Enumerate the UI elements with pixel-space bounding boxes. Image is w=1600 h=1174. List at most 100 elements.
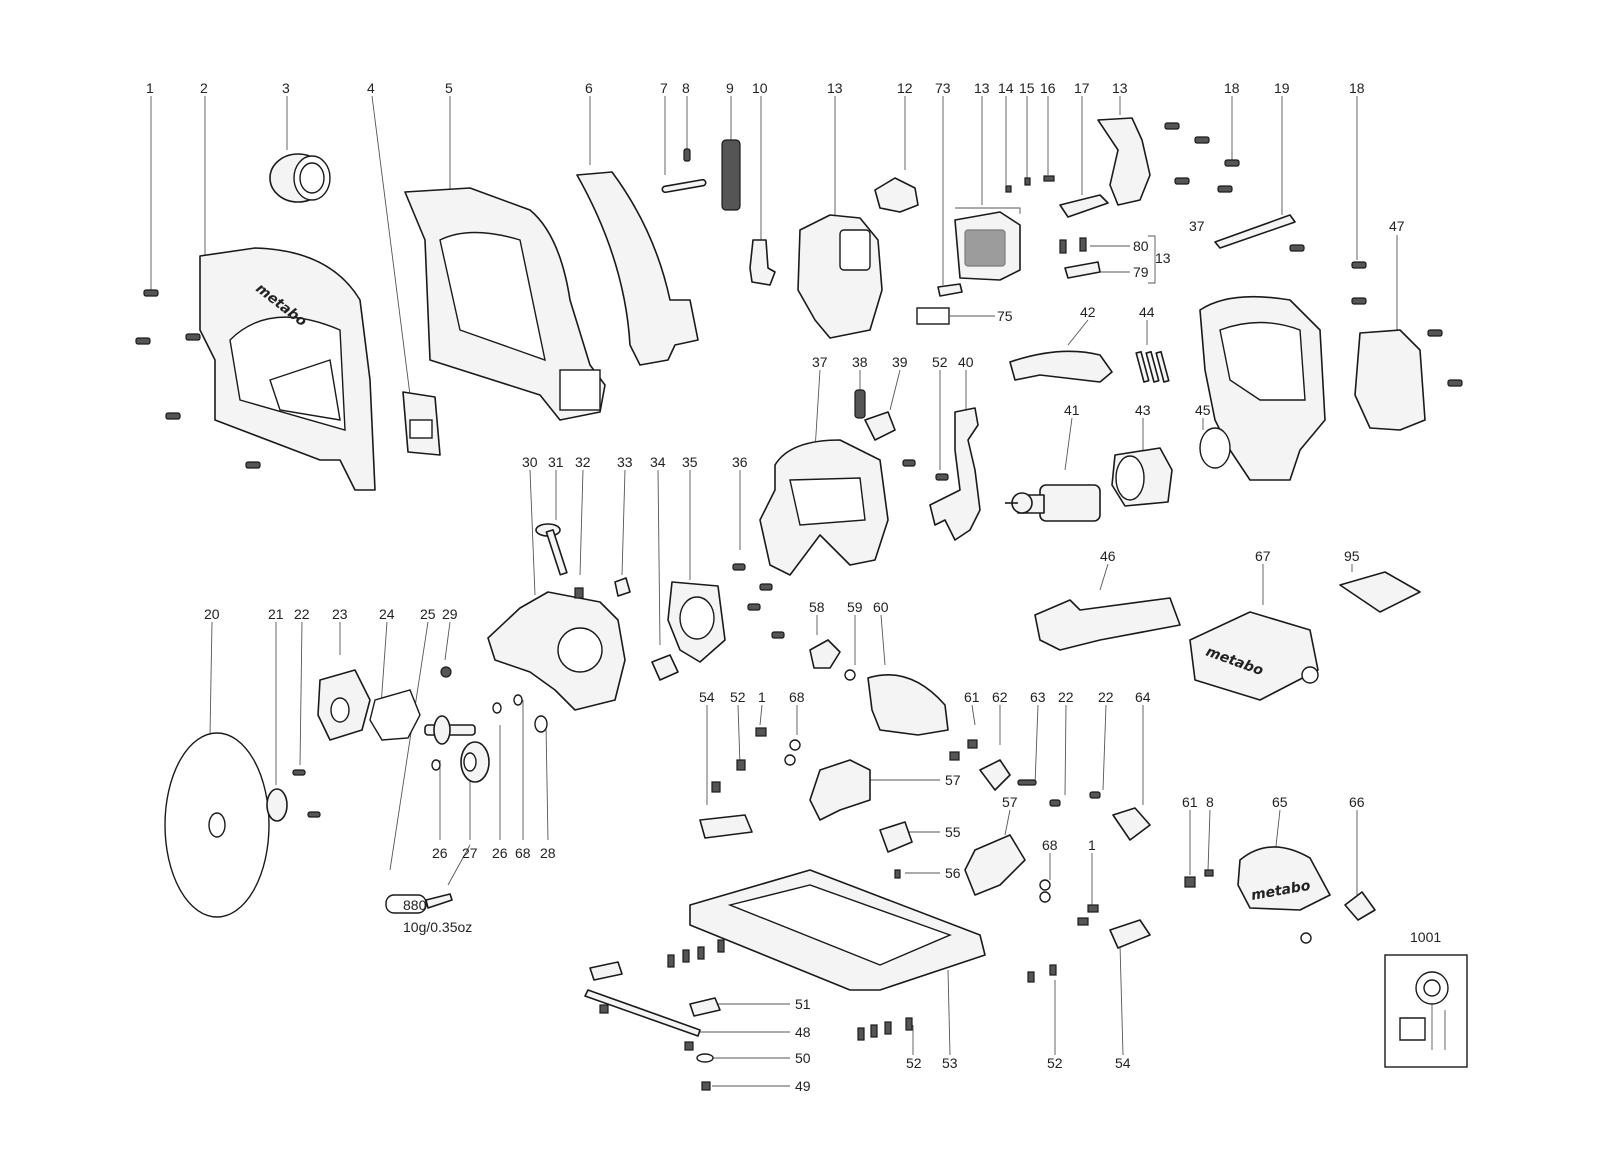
screw-52a-1 [902, 459, 916, 467]
callout-1: 1 [146, 80, 154, 96]
callout-35: 35 [682, 454, 698, 470]
callout-45: 45 [1195, 402, 1211, 418]
callout-43: 43 [1135, 402, 1151, 418]
hex-key-19 [1214, 214, 1296, 249]
clip-33 [614, 577, 631, 597]
callout-22c: 22 [1098, 689, 1114, 705]
spring-80a [1059, 239, 1067, 254]
callout-38: 38 [852, 354, 868, 370]
washer-29 [440, 666, 452, 678]
callout-52b: 52 [730, 689, 746, 705]
pendulum-guard-6 [576, 171, 699, 366]
callout-28: 28 [540, 845, 556, 861]
callout-5: 5 [445, 80, 453, 96]
pad-95 [1339, 571, 1421, 613]
bearing-flange-23 [317, 669, 371, 741]
screw-52b [736, 759, 746, 771]
callout-1001: 1001 [1410, 929, 1441, 945]
callout-61b: 61 [1182, 794, 1198, 810]
screw-group-18 [1164, 122, 1463, 387]
spring-80b [1079, 237, 1087, 252]
washer-65 [1300, 932, 1312, 944]
callout-80: 80 [1133, 238, 1149, 254]
group-bracket-13 [1148, 235, 1156, 284]
bevel-scale-60 [867, 674, 949, 736]
armature-41 [1005, 484, 1101, 522]
callout-44: 44 [1139, 304, 1155, 320]
spindle-25 [424, 715, 476, 745]
callout-2: 2 [200, 80, 208, 96]
callout-59: 59 [847, 599, 863, 615]
callout-13a: 13 [827, 80, 843, 96]
callout-57a: 57 [945, 772, 961, 788]
callout-52c: 52 [906, 1055, 922, 1071]
callout-47: 47 [1389, 218, 1405, 234]
callout-13b: 13 [974, 80, 990, 96]
carbon-brushes-44 [1135, 350, 1170, 383]
screw-1b [755, 727, 767, 737]
callout-26a: 26 [432, 845, 448, 861]
base-plate-53 [689, 869, 986, 991]
callout-48: 48 [795, 1024, 811, 1040]
screw-48-2 [684, 1041, 694, 1051]
callout-63: 63 [1030, 689, 1046, 705]
callout-1c: 1 [1088, 837, 1096, 853]
housing-cover-5 [404, 187, 606, 421]
part-14 [1005, 185, 1012, 193]
nut-61b [1184, 876, 1196, 888]
screw-1c [1087, 904, 1099, 913]
screw-group-36 [732, 563, 785, 639]
callout-25: 25 [420, 606, 436, 622]
callout-1b: 1 [758, 689, 766, 705]
callout-58: 58 [809, 599, 825, 615]
callout-65: 65 [1272, 794, 1288, 810]
flange-21 [266, 788, 288, 822]
part-16 [1043, 175, 1055, 182]
screw-63 [1017, 779, 1037, 786]
trigger-40 [929, 407, 981, 541]
pcb-module-13 [954, 211, 1021, 281]
callout-51: 51 [795, 996, 811, 1012]
callout-24: 24 [379, 606, 395, 622]
callout-7: 7 [660, 80, 668, 96]
gearbox-housing-30 [487, 591, 626, 711]
screw-48 [599, 1004, 609, 1014]
spring-32 [574, 587, 584, 599]
pin-7 [661, 178, 707, 194]
saw-blade-20 [164, 732, 270, 918]
lever-10 [749, 239, 776, 286]
gasket-24 [369, 689, 421, 741]
handle-housing-37 [759, 439, 889, 576]
callout-66: 66 [1349, 794, 1365, 810]
washer-26a [431, 759, 441, 771]
washer-68b [513, 694, 523, 706]
callout-64: 64 [1135, 689, 1151, 705]
o-ring-45 [1199, 427, 1231, 469]
bracket-54a [699, 814, 753, 839]
lever-64 [1112, 807, 1151, 841]
screw-52a-2 [935, 473, 949, 481]
ring-28 [534, 715, 548, 733]
callout-18b: 18 [1349, 80, 1365, 96]
callout-13d: 13 [1155, 250, 1171, 266]
callout-62: 62 [992, 689, 1008, 705]
washer-50 [696, 1053, 714, 1063]
bracket-57b [964, 834, 1026, 896]
pin-8 [683, 148, 691, 162]
handle-grip-42 [1009, 350, 1113, 383]
callout-54a: 54 [699, 689, 715, 705]
knob-66 [1344, 891, 1376, 921]
callout-37b: 37 [812, 354, 828, 370]
callout-6: 6 [585, 80, 593, 96]
callout-73: 73 [935, 80, 951, 96]
grease-tube: 880 10g/0.35oz [385, 893, 472, 935]
callout-41: 41 [1064, 402, 1080, 418]
washer-68c-2 [1039, 891, 1051, 903]
leader-lines [150, 95, 1398, 1087]
callout-37a: 37 [1189, 218, 1205, 234]
bearing-plate-35 [667, 581, 726, 663]
callout-26b: 26 [492, 845, 508, 861]
lever-34 [651, 654, 679, 681]
callout-46: 46 [1100, 548, 1116, 564]
